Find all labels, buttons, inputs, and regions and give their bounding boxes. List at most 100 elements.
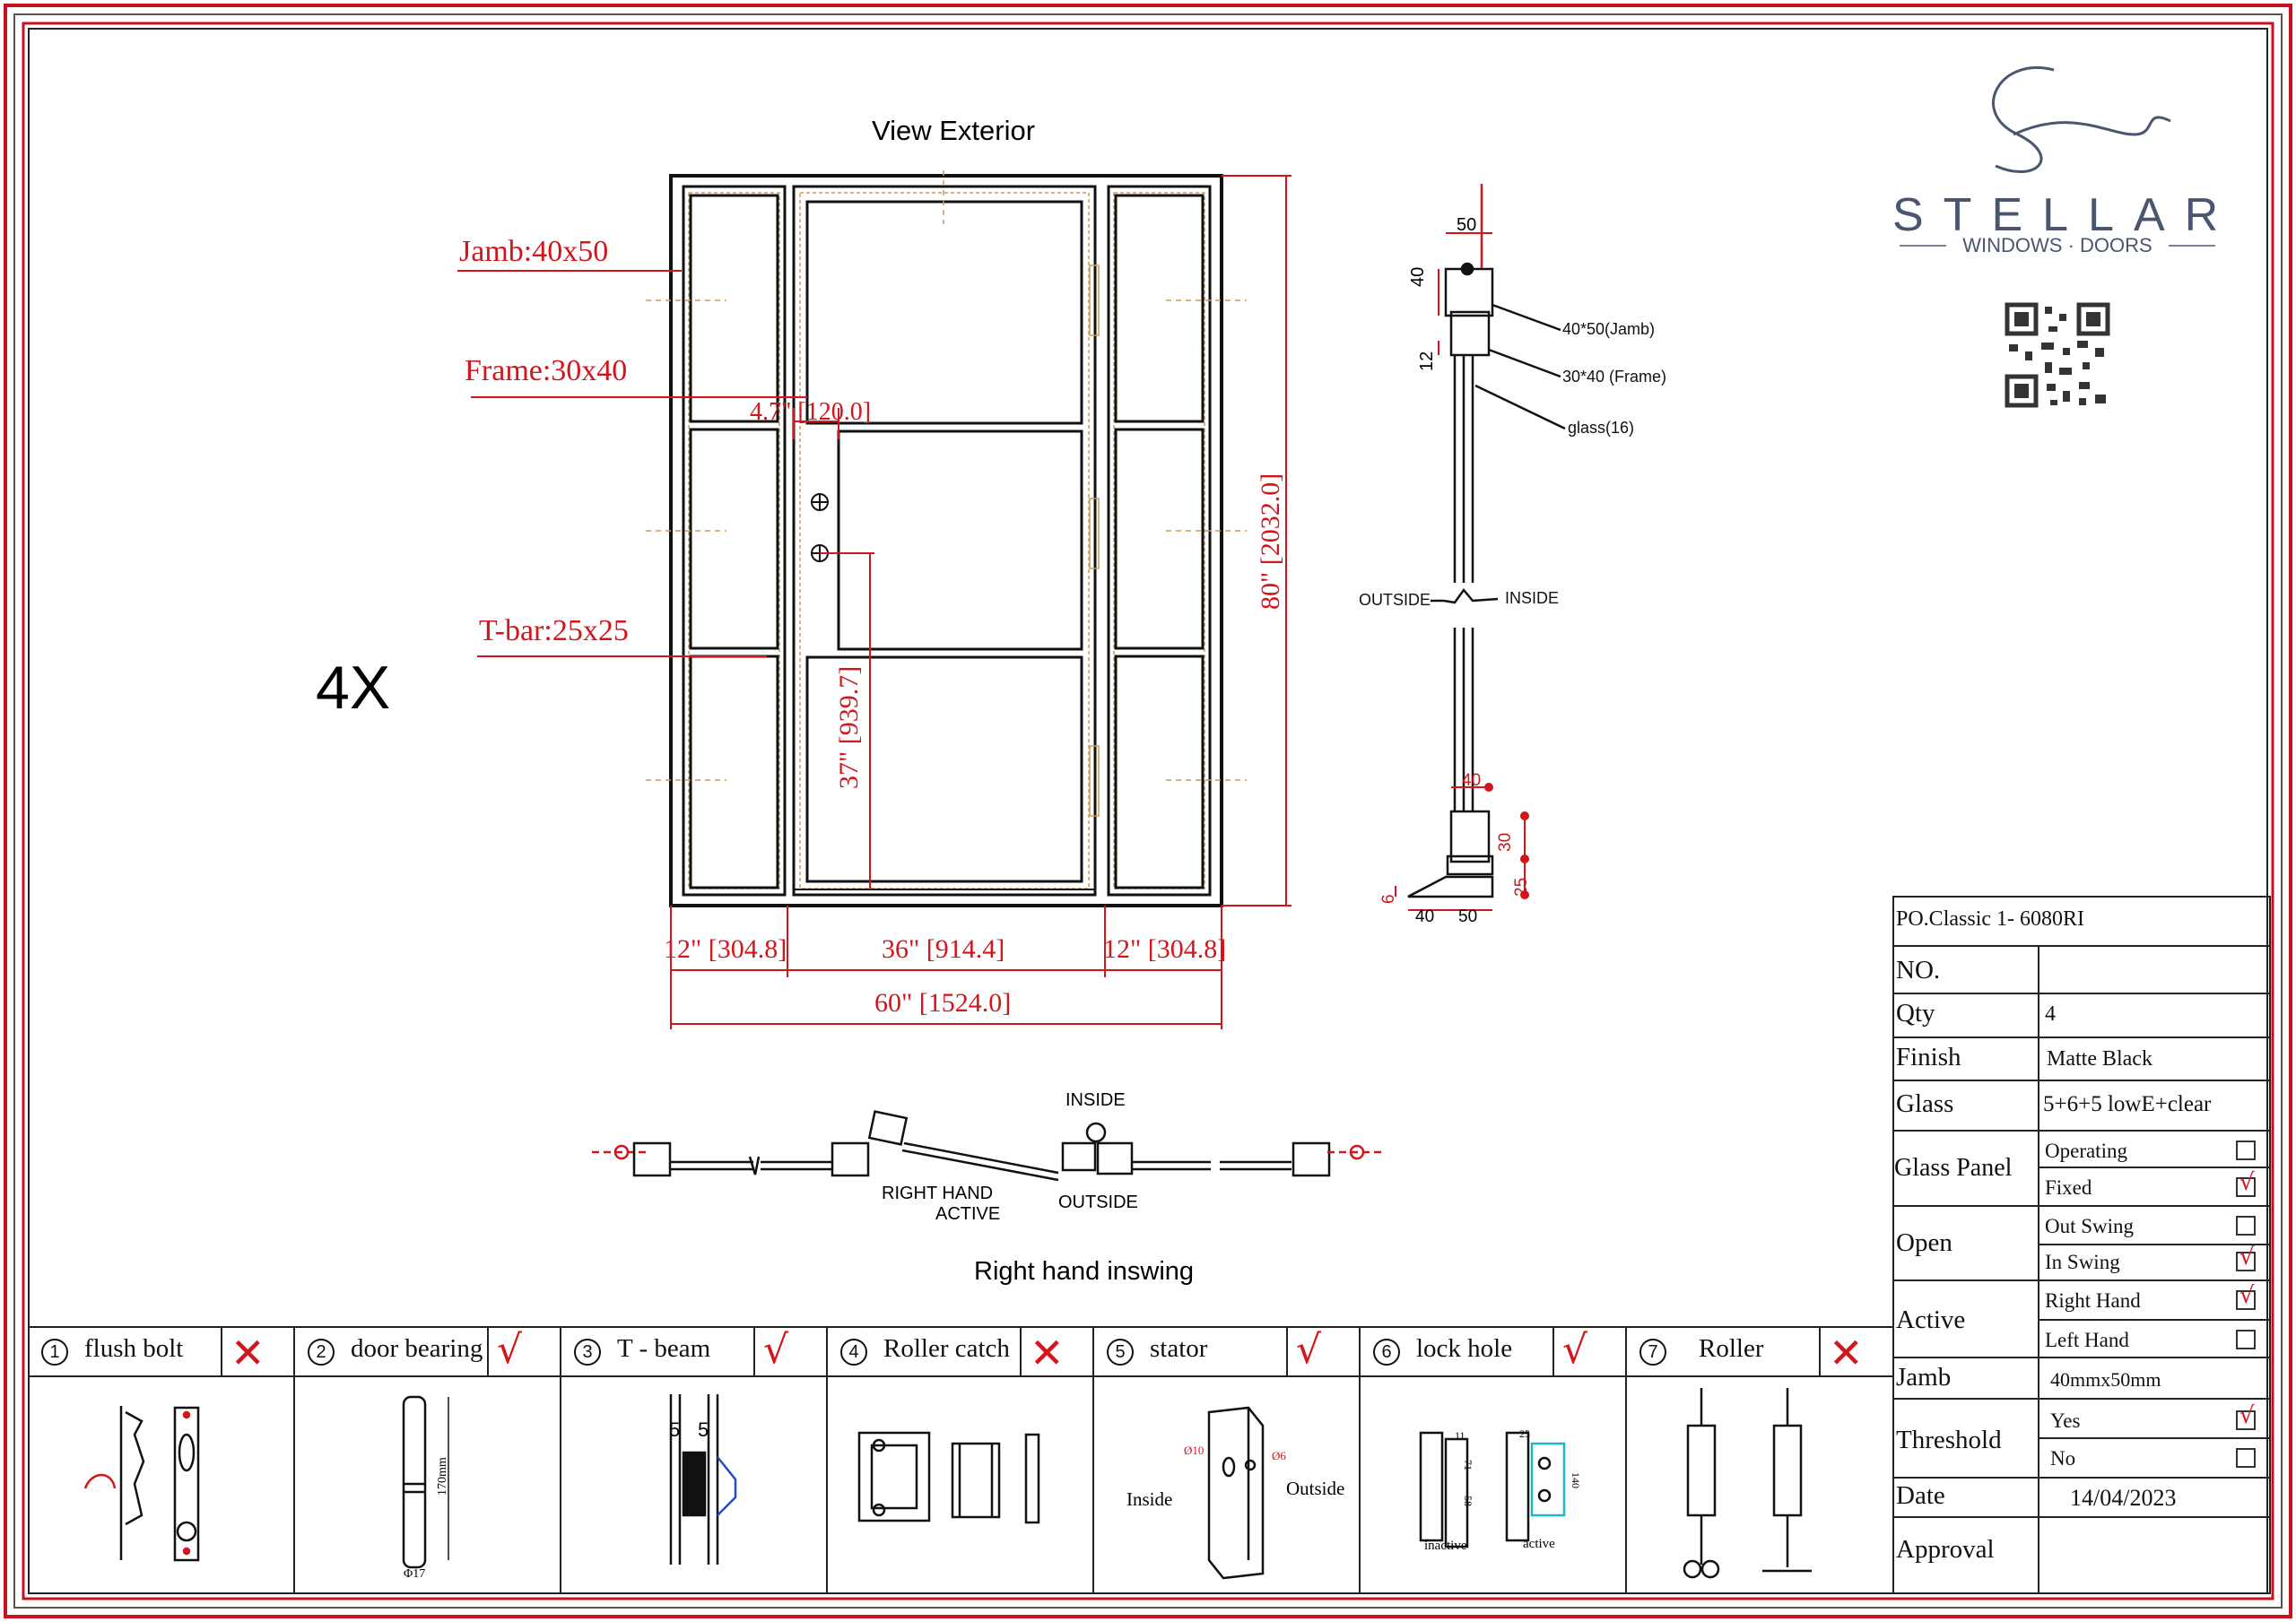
sill-dim-30: 30 <box>1496 832 1515 852</box>
vertical-section <box>1407 184 1566 898</box>
overall-height-dim: 80" [2032.0] <box>1256 473 1285 610</box>
accessory-label-6: lock hole <box>1416 1334 1513 1363</box>
sill-dim-40: 40 <box>1462 771 1482 790</box>
date-value: 14/04/2023 <box>2070 1485 2177 1511</box>
accessory-number-4: 4 <box>840 1339 867 1366</box>
left-hand-option: Left Hand <box>2045 1329 2129 1351</box>
lock-hole-drawing <box>1419 1431 1566 1548</box>
sill-dim-25: 25 <box>1512 877 1531 897</box>
accessory-label-4: Roller catch <box>883 1334 1010 1363</box>
stator-d10-note: Ø10 <box>1184 1444 1205 1457</box>
handle-offset-dim: 4.7" [120.0] <box>750 398 872 426</box>
jamb-row-label: Jamb <box>1896 1363 1952 1392</box>
accessory-label-7: Roller <box>1699 1334 1764 1363</box>
right-hand-option: Right Hand <box>2045 1289 2141 1312</box>
fixed-checkbox[interactable]: √ <box>2236 1171 2256 1197</box>
operating-checkbox[interactable] <box>2236 1141 2256 1160</box>
handle-height-dim: 37" [939.7] <box>834 665 864 789</box>
plan-outside: OUTSIDE <box>1058 1193 1138 1212</box>
frame-label: Frame:30x40 <box>465 354 628 387</box>
flush-bolt-drawing <box>83 1406 200 1562</box>
accessory-label-2: door bearing <box>351 1334 483 1363</box>
date-label: Date <box>1896 1481 1945 1510</box>
accessory-number-3: 3 <box>574 1339 601 1366</box>
right-hand-checkbox[interactable]: √ <box>2236 1284 2256 1310</box>
included-check-icon: √ <box>497 1327 523 1373</box>
callout-frame: 30*40 (Frame) <box>1562 368 1667 386</box>
check-mark-icon: √ <box>2239 1169 2255 1196</box>
callout-jamb: 40*50(Jamb) <box>1562 320 1656 338</box>
excluded-cross-icon: ✕ <box>1829 1329 1864 1377</box>
t-beam-drawing <box>669 1394 737 1565</box>
glass-label: Glass <box>1896 1089 1954 1118</box>
out-swing-option: Out Swing <box>2045 1215 2135 1237</box>
lock-dim-25: 25 <box>1519 1427 1530 1440</box>
included-check-icon: √ <box>763 1327 789 1373</box>
brand-logo <box>1900 66 2215 247</box>
threshold-yes-checkbox[interactable]: √ <box>2236 1404 2256 1430</box>
in-swing-option: In Swing <box>2045 1251 2120 1273</box>
accessory-number-7: 7 <box>1639 1339 1666 1366</box>
threshold-no-checkbox[interactable] <box>2236 1448 2256 1468</box>
operating-option: Operating <box>2045 1140 2127 1162</box>
info-table-grid <box>1892 896 2271 1594</box>
out-swing-checkbox[interactable] <box>2236 1216 2256 1236</box>
quantity-mark: 4X <box>316 654 391 722</box>
qty-value: 4 <box>2045 1002 2056 1026</box>
glass-value: 5+6+5 lowE+clear <box>2043 1092 2212 1116</box>
qty-label: Qty <box>1896 999 1935 1028</box>
stator-d6-note: Ø6 <box>1272 1449 1286 1462</box>
threshold-yes-option: Yes <box>2050 1409 2081 1432</box>
qr-code-icon <box>2005 302 2110 408</box>
section-top-width: 50 <box>1457 215 1477 235</box>
callout-glass: glass(16) <box>1568 419 1635 437</box>
door-width-dim: 36" [914.4] <box>882 934 1005 964</box>
threshold-label: Threshold <box>1896 1426 2002 1454</box>
stator-drawing <box>1207 1406 1265 1580</box>
left-hand-checkbox[interactable] <box>2236 1330 2256 1349</box>
lock-dim-71: 71 <box>1462 1460 1474 1470</box>
accessory-number-2: 2 <box>308 1339 335 1366</box>
in-swing-checkbox[interactable]: √ <box>2236 1245 2256 1271</box>
accessory-number-5: 5 <box>1107 1339 1134 1366</box>
door-elevation <box>646 170 1247 907</box>
plan-right-hand: RIGHT HAND <box>882 1184 994 1203</box>
no-label: NO. <box>1896 956 1941 984</box>
tbeam-dim-a: 5 <box>669 1418 681 1441</box>
lock-dim-140: 140 <box>1570 1472 1582 1488</box>
included-check-icon: √ <box>1562 1327 1588 1373</box>
plan-view <box>592 1110 1381 1182</box>
roller-drawing <box>1683 1388 1812 1579</box>
accessory-label-3: T - beam <box>617 1334 711 1363</box>
sill-bottom-50: 50 <box>1458 907 1478 926</box>
jamb-label: Jamb:40x50 <box>459 235 609 268</box>
bearing-diameter-note: Φ17 <box>404 1567 426 1581</box>
view-exterior-title: View Exterior <box>872 115 1036 146</box>
sidelite-right-dim: 12" [304.8] <box>1103 934 1227 964</box>
sidelite-left-dim: 12" [304.8] <box>664 934 787 964</box>
dimension-lines <box>457 175 1292 1029</box>
check-mark-icon: √ <box>2239 1282 2255 1309</box>
section-dims <box>1395 232 1529 911</box>
lock-inactive-note: inactive <box>1424 1539 1467 1553</box>
finish-value: Matte Black <box>2047 1047 2152 1071</box>
included-check-icon: √ <box>1296 1327 1322 1373</box>
brand-name: STELLAR <box>1892 189 2239 241</box>
glass-panel-label: Glass Panel <box>1894 1154 2013 1182</box>
accessory-label-5: stator <box>1150 1334 1208 1363</box>
threshold-no-option: No <box>2050 1447 2076 1470</box>
fixed-option: Fixed <box>2045 1176 2092 1199</box>
accessory-grid <box>29 1326 1893 1593</box>
section-outside: OUTSIDE <box>1359 591 1431 609</box>
sheet-border <box>4 4 2292 1618</box>
door-bearing-drawing <box>402 1395 449 1569</box>
po-number: PO.Classic 1- 6080RI <box>1896 907 2084 931</box>
stator-inside-note: Inside <box>1126 1488 1173 1510</box>
stator-outside-note: Outside <box>1286 1478 1345 1499</box>
accessory-label-1: flush bolt <box>84 1334 184 1363</box>
jamb-row-value: 40mmx50mm <box>2050 1368 2161 1391</box>
lock-active-note: active <box>1523 1537 1555 1551</box>
overall-width-dim: 60" [1524.0] <box>874 988 1012 1018</box>
excluded-cross-icon: ✕ <box>230 1329 265 1377</box>
